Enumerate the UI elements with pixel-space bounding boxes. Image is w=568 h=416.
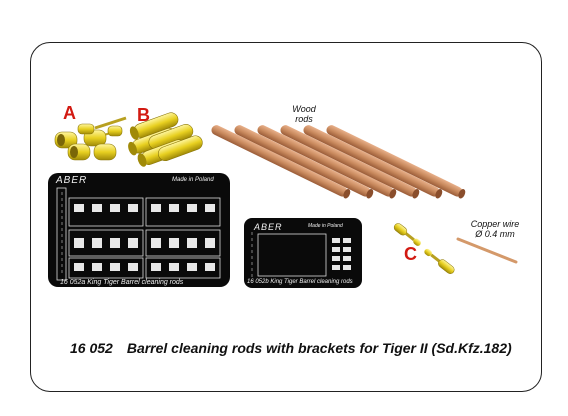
- product-code: 16 052: [70, 340, 113, 356]
- plate-a-made-in: Made in Poland: [172, 177, 214, 183]
- copper-wire: [456, 237, 518, 264]
- wood-rods: [211, 125, 466, 199]
- plate-b-footer: 16 052b King Tiger Barrel cleaning rods: [247, 279, 353, 285]
- product-title: Barrel cleaning rods with brackets for T…: [126, 340, 512, 356]
- etched-plate-a: [48, 173, 230, 287]
- part-a-label: A: [63, 103, 76, 123]
- part-b-label: B: [137, 105, 150, 125]
- copper-label-line2: Ø 0.4 mm: [475, 229, 515, 239]
- part-c-rod-ends: [393, 223, 455, 274]
- wood-label-line1: Wood: [292, 104, 316, 114]
- part-c-label: C: [404, 244, 417, 264]
- wood-rods-label: Wood rods: [284, 104, 324, 124]
- copper-wire-label: Copper wire Ø 0.4 mm: [462, 219, 528, 239]
- plate-b-brand: ABER: [254, 222, 283, 232]
- wood-label-line2: rods: [295, 114, 313, 124]
- plate-a-footer: 16 052a King Tiger Barrel cleaning rods: [60, 279, 184, 286]
- product-caption: 16 052 Barrel cleaning rods with brackets…: [70, 340, 512, 356]
- product-frame: [30, 42, 542, 392]
- copper-label-line1: Copper wire: [470, 219, 520, 229]
- plate-a-brand: ABER: [56, 175, 88, 186]
- plate-b-made-in: Made in Poland: [308, 223, 343, 229]
- part-a-brackets: [54, 116, 127, 161]
- etched-plate-b: [244, 218, 362, 288]
- part-b-cylinders: [128, 112, 203, 167]
